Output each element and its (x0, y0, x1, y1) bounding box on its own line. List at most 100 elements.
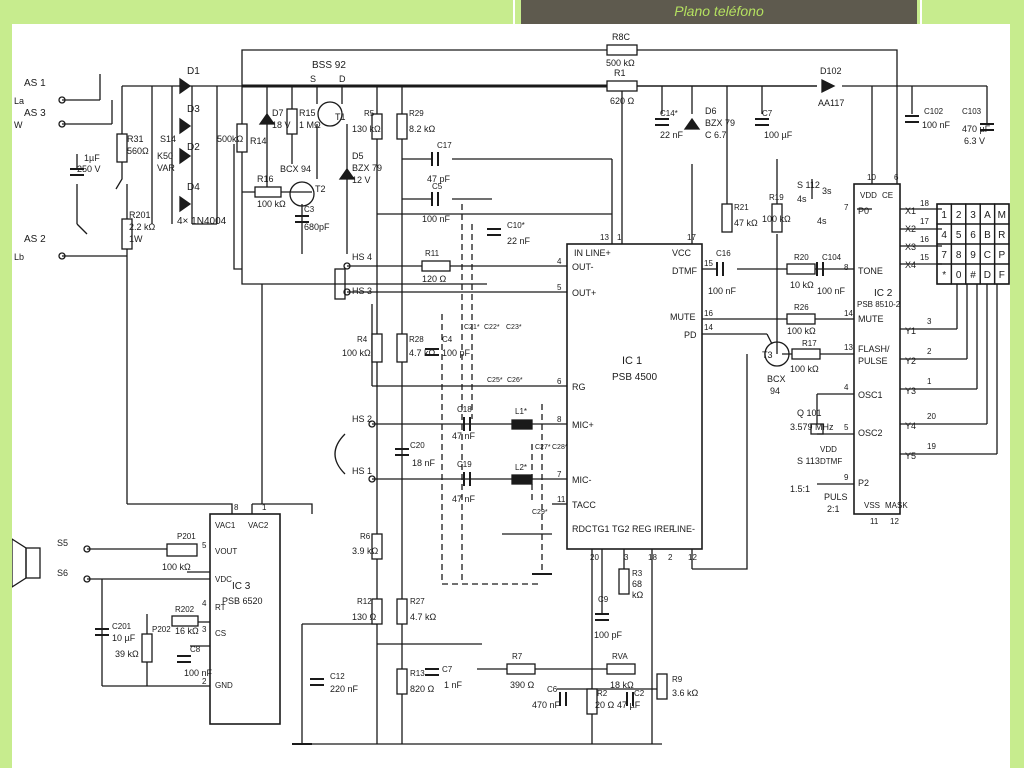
keypad-key-label: P (998, 250, 1005, 261)
label-dtmf2: DTMF (820, 457, 842, 466)
label-c8v: 100 nF (184, 668, 213, 678)
label-y3: Y3 (905, 386, 916, 396)
label-s14v: K50 (157, 151, 173, 161)
label-c201: C201 (112, 622, 132, 631)
label-r7: R7 (512, 652, 523, 661)
label-c25: C25* (487, 377, 503, 384)
keypad-key-label: 0 (956, 270, 962, 281)
label-vdc: VDC (215, 575, 232, 584)
diode-d1 (179, 77, 192, 95)
pin2-11: 11 (870, 517, 879, 526)
label-c28: C28* (552, 444, 568, 451)
label-c3: C3 (304, 205, 315, 214)
label-r16v: 100 kΩ (257, 199, 286, 209)
ic1-psb4500 (566, 243, 703, 550)
label-gnd: GND (215, 681, 233, 690)
pin2-13: 13 (844, 343, 853, 352)
label-c5v: 100 nF (422, 214, 451, 224)
label-r15v: 1 MΩ (299, 120, 321, 130)
label-s6: S6 (57, 568, 68, 578)
label-r9v: 3.6 kΩ (672, 688, 699, 698)
transistor-t1 (317, 101, 343, 127)
label-s113: S 113 (797, 456, 820, 466)
label-c7: C7 (762, 109, 773, 118)
slide-title-bar: Plano teléfono (521, 0, 917, 24)
resistor-r7 (506, 663, 536, 675)
label-r29v: 8.2 kΩ (409, 124, 436, 134)
label-r26v: 100 kΩ (787, 326, 816, 336)
label-d4: D4 (187, 182, 200, 193)
label-d: D (339, 74, 346, 84)
label-vac2: VAC2 (248, 521, 269, 530)
keypad-key-label: R (998, 230, 1005, 241)
label-osc2: OSC2 (858, 428, 883, 438)
label-c18v: 47 nF (452, 431, 476, 441)
resistor-r26 (786, 313, 816, 325)
label-r19v: 100 kΩ (762, 214, 791, 224)
resistor-r12 (371, 598, 383, 625)
label-c5: C5 (432, 182, 443, 191)
label-vdd: VDD (820, 445, 837, 454)
capacitors (70, 115, 994, 706)
label-c103: C103 (962, 107, 982, 116)
label-r29: R29 (409, 109, 424, 118)
label-r1v: 620 Ω (610, 96, 635, 106)
pin-12: 12 (688, 553, 697, 562)
label-t1: T1 (335, 112, 346, 122)
label-r27v: 4.7 kΩ (410, 612, 437, 622)
label-tg2: TG2 (612, 524, 630, 534)
label-c19: C19 (457, 460, 472, 469)
label-s4s: 4s (797, 194, 807, 204)
pin-13: 13 (600, 233, 609, 242)
keypad-key-label: 7 (941, 250, 947, 261)
label-bss92: BSS 92 (312, 60, 346, 71)
resistor-rva (606, 663, 636, 675)
label-mic-m: MIC- (572, 475, 592, 485)
label-d6v: BZX 79 (705, 118, 735, 128)
resistor-r16 (254, 186, 282, 198)
label-c20v: 18 nF (412, 458, 436, 468)
label-c250v: 250 V (77, 164, 101, 174)
resistor-r21 (721, 203, 733, 233)
resistor-r14 (236, 123, 248, 153)
label-c102: C102 (924, 107, 944, 116)
inductor-l1 (511, 419, 533, 430)
pin2-18: 18 (920, 199, 929, 208)
label-ic3n: PSB 6520 (222, 596, 263, 606)
label-c4v: 100 pF (442, 348, 471, 358)
label-y5: Y5 (905, 451, 916, 461)
ringer-box (25, 547, 41, 579)
label-c6: C6 (547, 685, 558, 694)
label-d6z: C 6.7 (705, 130, 727, 140)
wires (62, 49, 998, 745)
label-mic-p: MIC+ (572, 420, 594, 430)
label-pulse: PULSE (858, 356, 888, 366)
label-osc1: OSC1 (858, 390, 883, 400)
label-r201v: 2.2 kΩ (129, 222, 156, 232)
label-rt: RT (215, 603, 226, 612)
label-r6v: 3.9 kΩ (352, 546, 379, 556)
resistor-r202 (171, 615, 199, 627)
label-c1uf: 1µF (84, 153, 100, 163)
pin-14: 14 (704, 323, 713, 332)
ic3-psb6520 (209, 513, 281, 725)
keypad-key-label: 5 (956, 230, 962, 241)
label-p201v: 100 kΩ (162, 562, 191, 572)
label-c21: C21* (464, 324, 480, 331)
label-r12: R12 (357, 597, 372, 606)
keypad-key-box (993, 263, 1010, 285)
label-r7v: 390 Ω (510, 680, 535, 690)
pin-2: 2 (668, 553, 673, 562)
label-in-line: IN LINE+ (574, 248, 611, 258)
label-p2: P2 (858, 478, 869, 488)
pin2-7: 7 (844, 203, 849, 212)
label-hs1: HS 1 (352, 466, 372, 476)
pin-18: 18 (648, 553, 657, 562)
label-rdc: RDC (572, 524, 592, 534)
label-out-p: OUT+ (572, 288, 596, 298)
transistor-t2 (289, 181, 315, 207)
label-d5v: BZX 79 (352, 163, 382, 173)
label-c22: C22* (484, 324, 500, 331)
label-r2: R2 (597, 689, 608, 698)
